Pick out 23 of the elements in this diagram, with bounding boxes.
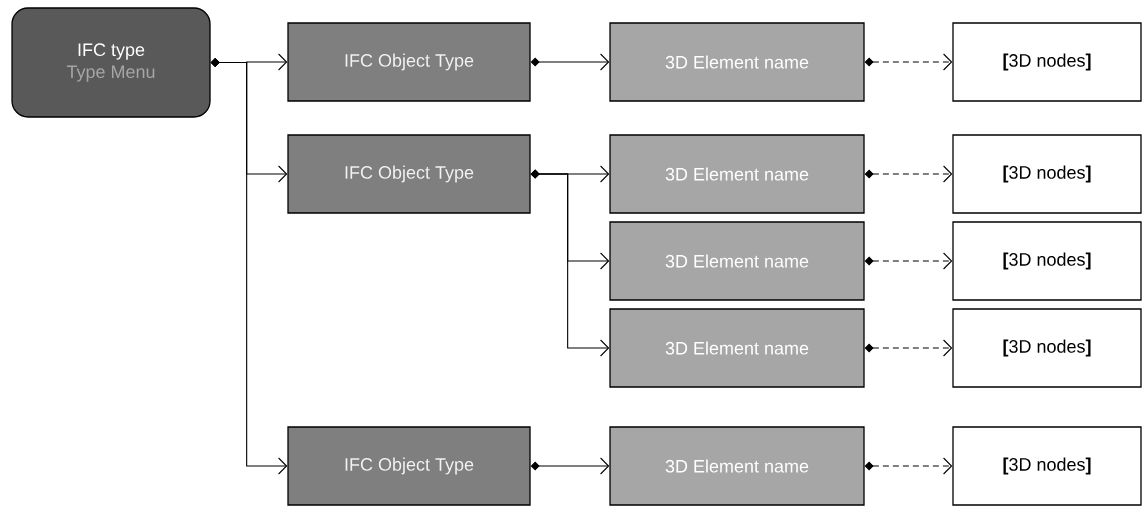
connector-arrow xyxy=(210,58,288,475)
element-box: 3D Element name xyxy=(609,221,865,301)
root-box: IFC type Type Menu xyxy=(11,7,211,118)
element-box: 3D Element name xyxy=(609,308,865,388)
element-box: 3D Element name xyxy=(609,22,865,102)
connector-arrow xyxy=(530,53,610,71)
connector-arrow xyxy=(530,169,610,357)
dashed-arrow xyxy=(864,53,953,71)
nodes-box: [3D nodes] xyxy=(952,426,1142,506)
dashed-arrow xyxy=(864,252,953,270)
object-type-box: IFC Object Type xyxy=(287,426,531,506)
connector-arrow xyxy=(530,457,610,475)
dashed-arrow xyxy=(864,339,953,357)
element-box: 3D Element name xyxy=(609,134,865,214)
nodes-box: [3D nodes] xyxy=(952,22,1142,102)
object-type-box: IFC Object Type xyxy=(287,22,531,102)
nodes-box: [3D nodes] xyxy=(952,221,1142,301)
nodes-box: [3D nodes] xyxy=(952,134,1142,214)
dashed-arrow xyxy=(864,457,953,475)
dashed-arrow xyxy=(864,165,953,183)
nodes-box: [3D nodes] xyxy=(952,308,1142,388)
element-box: 3D Element name xyxy=(609,426,865,506)
object-type-box: IFC Object Type xyxy=(287,134,531,214)
